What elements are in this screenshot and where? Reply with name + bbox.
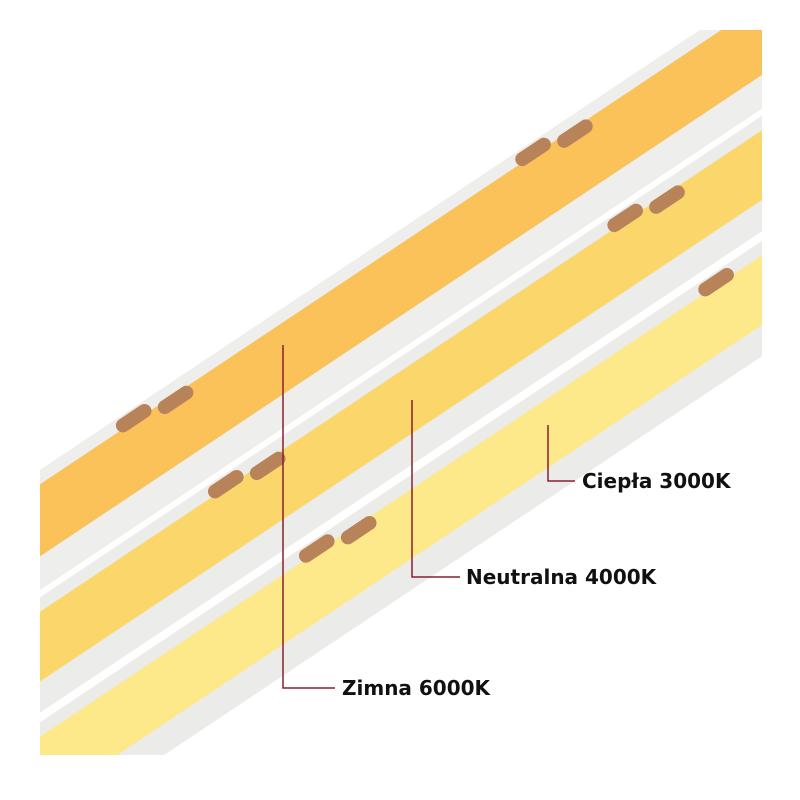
label-neutral: Neutralna 4000K — [466, 565, 657, 589]
solder-pad — [557, 119, 593, 148]
label-warm: Ciepła 3000K — [582, 469, 731, 493]
strip-neutral-4000k — [40, 130, 762, 682]
solder-pad — [249, 451, 286, 481]
solder-pad — [298, 534, 335, 563]
solder-pad — [607, 203, 644, 233]
label-cold: Zimna 6000K — [342, 676, 491, 700]
solder-pad — [340, 515, 377, 545]
leader-line-cold — [282, 345, 335, 689]
leader-line-warm — [547, 425, 575, 482]
solder-pad — [115, 403, 152, 433]
solder-pad — [649, 185, 685, 214]
leader-lines — [282, 345, 575, 689]
leader-line-neutral — [411, 400, 460, 578]
strip-warm-3000k — [40, 30, 762, 557]
solder-pad — [157, 385, 194, 415]
solder-pad — [207, 469, 244, 499]
strip-cold-6000k — [40, 255, 762, 755]
solder-pad — [515, 137, 551, 167]
solder-pad — [698, 267, 734, 297]
